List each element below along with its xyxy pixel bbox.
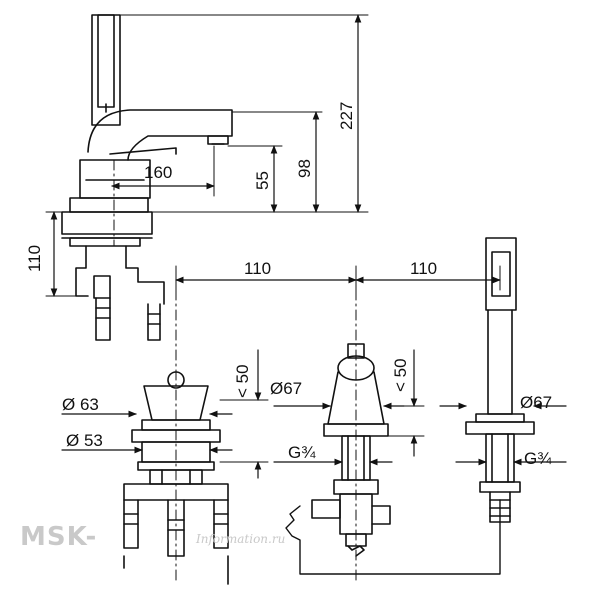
dim-max-50-left: < 50 — [233, 364, 252, 398]
shower-hose — [285, 499, 501, 575]
dim-diameter-53: Ø 53 — [66, 431, 103, 450]
watermark-tagline: Information.ru — [196, 532, 286, 546]
watermark-brand: MSK- — [20, 522, 98, 552]
dim-diameter-67-center: Ø67 — [270, 379, 303, 398]
dim-max-50-right: < 50 — [391, 358, 410, 392]
dim-thread-right: G¾ — [524, 449, 552, 468]
side-view-mixer — [61, 14, 233, 341]
dim-thread-center: G¾ — [288, 443, 316, 462]
dim-spacing-left: 110 — [244, 259, 272, 278]
dim-spout-reach: 160 — [144, 163, 173, 182]
spout-front-view — [311, 343, 391, 557]
dim-lower-height: 55 — [253, 171, 272, 190]
dim-base-height: 110 — [25, 244, 44, 272]
dim-diameter-63: Ø 63 — [62, 395, 99, 414]
dim-spout-height: 98 — [295, 159, 314, 178]
hand-shower-view — [465, 237, 535, 523]
dim-spacing-right: 110 — [410, 259, 438, 278]
dim-overall-height: 227 — [337, 101, 356, 130]
dim-diameter-67-right: Ø67 — [520, 393, 553, 412]
